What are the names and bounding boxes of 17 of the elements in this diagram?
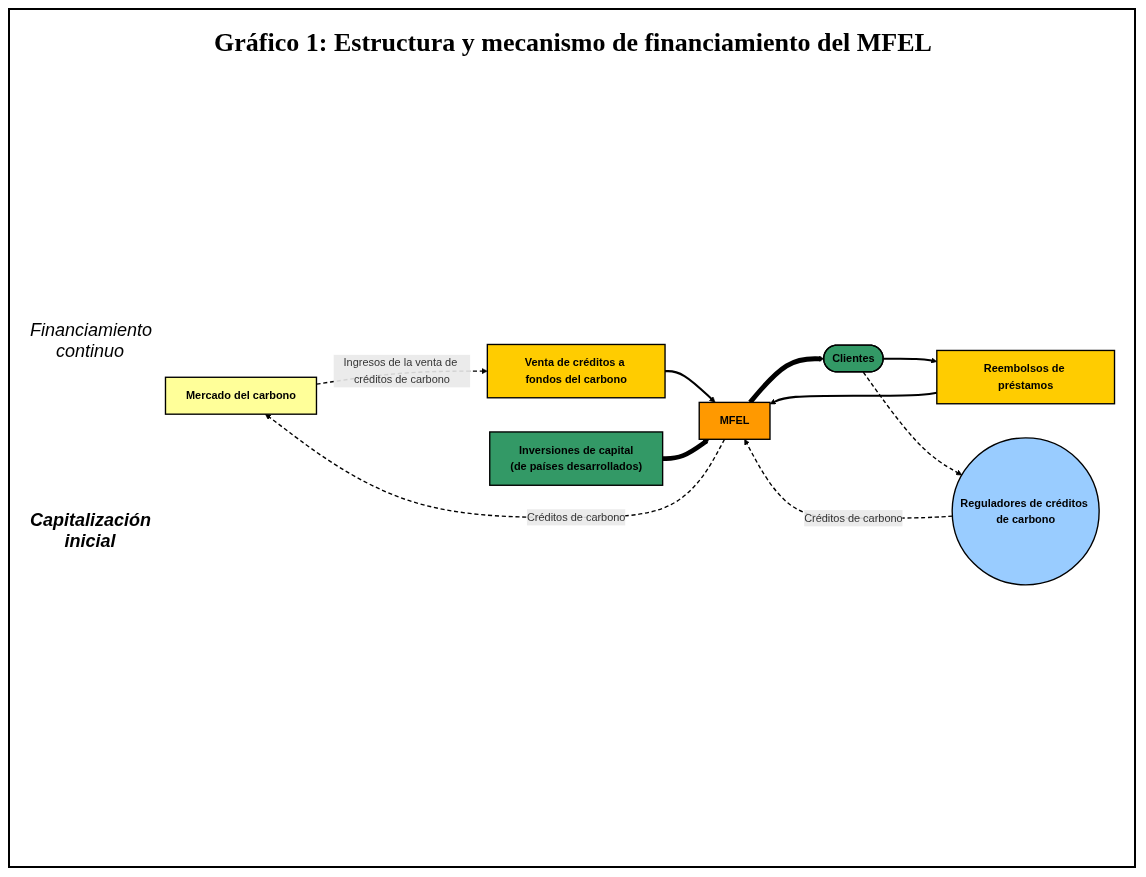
edge-label: Créditos de carbono xyxy=(526,511,626,524)
node-box: Venta de créditos a fondos del carbono xyxy=(486,344,666,399)
node-box: Mercado del carbono xyxy=(164,376,318,416)
node-circle: Reguladores de créditos de carbono xyxy=(951,437,1100,586)
edge-label: Créditos de carbono xyxy=(804,512,903,525)
arrow xyxy=(769,392,937,405)
bracket-label: Financiamiento continuo xyxy=(30,320,150,362)
node-box: Reembolsos de préstamos xyxy=(936,350,1116,405)
arrow xyxy=(662,439,710,462)
arrow xyxy=(265,414,726,519)
diagram-title: Gráfico 1: Estructura y mecanismo de financiamiento del MFEL xyxy=(213,28,933,58)
edge-label: Ingresos de la venta de créditos de carbono xyxy=(343,357,458,386)
arrow xyxy=(665,370,716,403)
bracket-label: Capitalización inicial xyxy=(30,510,150,552)
arrow xyxy=(862,371,963,476)
node-box: MFEL xyxy=(698,402,771,441)
node-box: Inversiones de capital (de países desarrollados) xyxy=(489,431,664,487)
